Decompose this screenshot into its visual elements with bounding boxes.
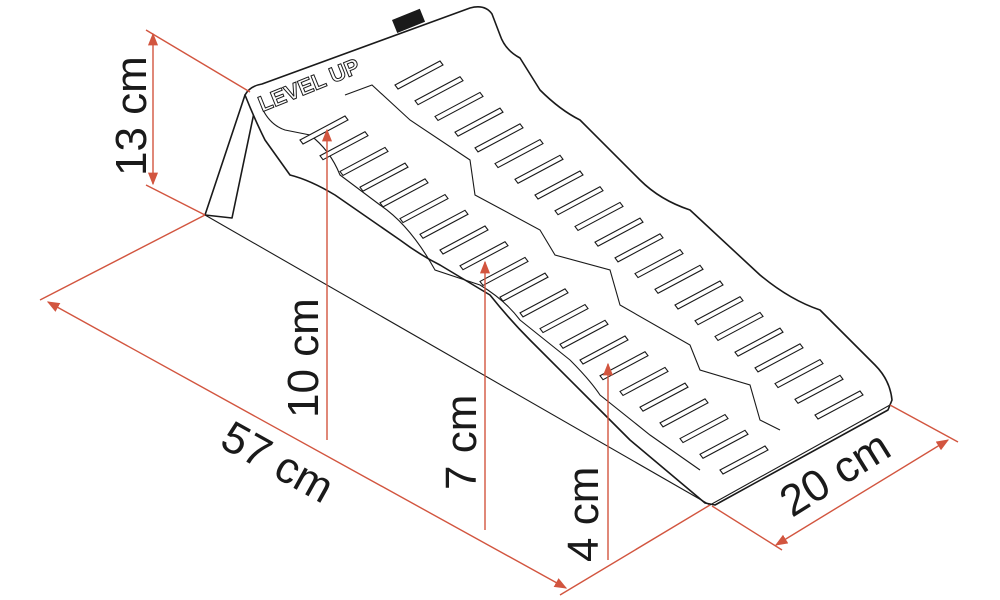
tread-slot	[774, 358, 824, 389]
width-extension-right	[889, 404, 959, 443]
tread-slot	[479, 256, 529, 287]
tread-slot	[574, 201, 624, 232]
height-extension-top	[145, 29, 251, 93]
tread-slot	[419, 209, 469, 239]
height-extension-bottom	[145, 184, 206, 216]
tread-slot	[339, 146, 389, 177]
tread-slot	[414, 76, 464, 106]
height-13-label: 13 cm	[107, 56, 156, 176]
dimension-lines	[39, 29, 959, 596]
tread-slot	[694, 296, 744, 326]
tread-slot	[434, 91, 484, 122]
tread-slot	[794, 374, 844, 404]
tread-slot	[754, 343, 804, 373]
ramp-top-surface	[244, 6, 893, 506]
tread-slot	[494, 138, 544, 169]
tread-slot	[379, 178, 429, 208]
step-7-label: 7 cm	[437, 395, 486, 490]
width-extension-left	[711, 505, 783, 551]
ramp-center-divider	[344, 84, 781, 431]
level-up-ramp: LEVEL UP	[204, 6, 893, 506]
length-extension-right	[559, 504, 711, 596]
tread-slot	[454, 107, 504, 137]
tread-slot	[699, 429, 749, 459]
tread-slot	[399, 193, 449, 224]
tread-slot	[359, 162, 409, 192]
tread-slot	[659, 398, 709, 428]
step-4-label: 4 cm	[559, 467, 608, 562]
tread-slot	[719, 445, 769, 475]
tread-slot	[654, 264, 704, 294]
length-extension-left	[39, 214, 206, 301]
length-57-dimension-line	[46, 301, 568, 589]
ramp-tread-slots	[299, 60, 864, 475]
tread-slot	[554, 186, 604, 216]
length-57-label: 57 cm	[213, 412, 342, 513]
ramp-side-face	[204, 94, 256, 219]
tread-slot	[639, 382, 689, 412]
tread-slot	[814, 390, 864, 420]
tread-slot	[514, 154, 564, 184]
step-10-label: 10 cm	[279, 298, 328, 418]
tread-slot	[474, 123, 524, 153]
brand-logo-badge	[392, 8, 426, 33]
tread-slot	[394, 60, 444, 90]
tread-slot	[439, 225, 489, 255]
tread-slot	[534, 170, 584, 200]
tread-slot	[614, 233, 664, 263]
tread-slot	[619, 366, 669, 397]
tread-slot	[579, 335, 629, 365]
ramp-inner-edge	[261, 107, 701, 471]
tread-slot	[634, 248, 684, 279]
tread-slot	[674, 280, 724, 310]
tread-slot	[679, 413, 729, 444]
width-20-dimension-line	[774, 439, 950, 546]
tread-slot	[459, 241, 509, 271]
tread-slot	[714, 311, 764, 342]
tread-slot	[734, 327, 784, 357]
tread-slot	[499, 272, 549, 302]
tread-slot	[319, 131, 369, 161]
tread-slot	[594, 217, 644, 247]
